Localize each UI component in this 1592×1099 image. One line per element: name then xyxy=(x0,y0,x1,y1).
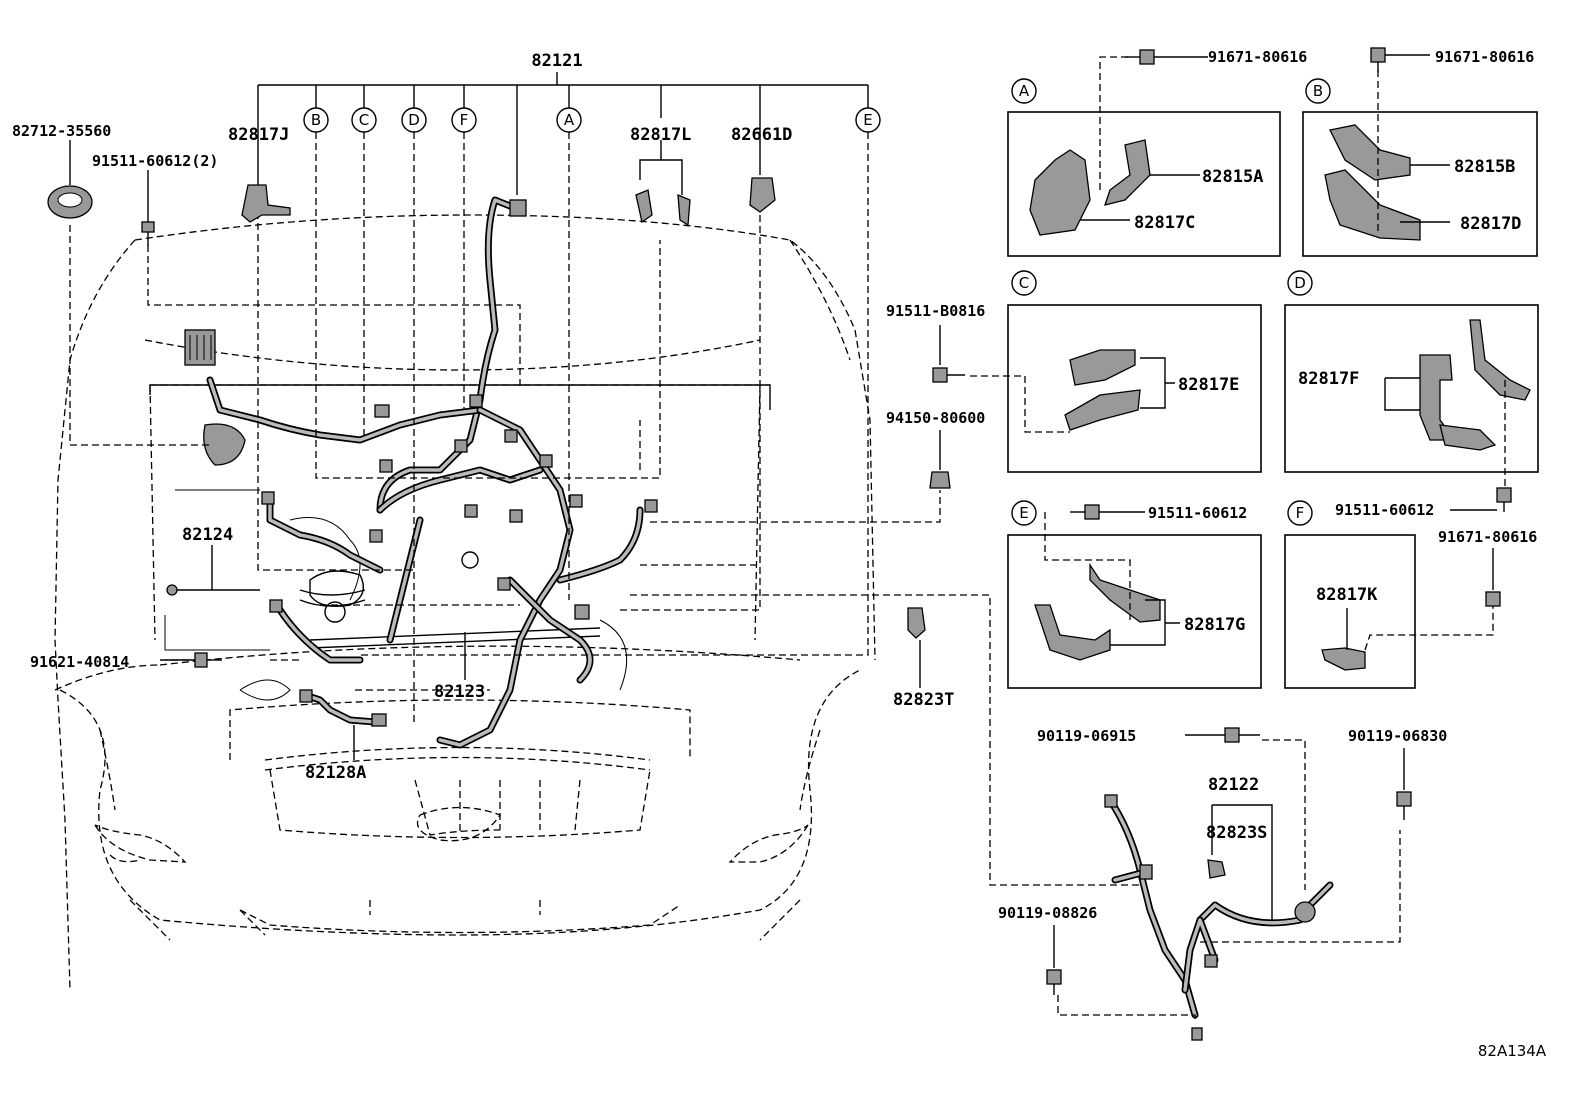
label-82121: 82121 xyxy=(531,51,582,71)
label-82823S: 82823S xyxy=(1206,823,1267,843)
svg-text:A: A xyxy=(1019,82,1030,100)
bolt-91671-80616-c[interactable] xyxy=(1485,548,1501,607)
svg-text:B: B xyxy=(311,111,321,129)
label-82123: 82123 xyxy=(434,682,485,702)
engine-bay xyxy=(149,384,771,701)
svg-text:E: E xyxy=(863,111,872,129)
callout-bracket-82121 xyxy=(257,72,869,195)
main-harness-82121[interactable] xyxy=(184,196,658,749)
label-82817G: 82817G xyxy=(1184,615,1245,635)
callout-leaders xyxy=(69,132,1145,886)
label-82823T: 82823T xyxy=(893,690,954,710)
label-91671-80616-c: 91671-80616 xyxy=(1438,528,1537,546)
label-91511-60612-2: 91511-60612(2) xyxy=(92,152,218,170)
panel-B: B xyxy=(1302,70,1538,257)
bolt-90119-06915[interactable] xyxy=(1185,727,1260,743)
label-90119-06830: 90119-06830 xyxy=(1348,727,1447,745)
svg-text:C: C xyxy=(359,111,369,129)
label-82712-35560: 82712-35560 xyxy=(12,122,111,140)
label-82817K: 82817K xyxy=(1316,585,1378,605)
svg-text:F: F xyxy=(460,111,469,129)
bolt-91671-80616-b[interactable] xyxy=(1370,47,1430,72)
label-91511-60612-f: 91511-60612 xyxy=(1335,501,1434,519)
bolt-91511-B0816[interactable] xyxy=(932,325,965,383)
diagram-reference-code: 82A134A xyxy=(1478,1042,1547,1060)
bolt-91621-40814[interactable] xyxy=(160,652,222,668)
bolt-91511-60612-2[interactable] xyxy=(141,170,155,246)
label-91511-B0816: 91511-B0816 xyxy=(886,302,985,320)
label-91621-40814: 91621-40814 xyxy=(30,653,129,671)
label-82817F: 82817F xyxy=(1298,369,1359,389)
label-82124: 82124 xyxy=(182,525,233,545)
panel-E: E xyxy=(1007,500,1262,689)
label-90119-08826: 90119-08826 xyxy=(998,904,1097,922)
svg-text:C: C xyxy=(1019,274,1029,292)
label-90119-06915: 90119-06915 xyxy=(1037,727,1136,745)
label-82817J: 82817J xyxy=(228,125,289,145)
svg-text:D: D xyxy=(408,111,420,129)
bolt-90119-06830[interactable] xyxy=(1396,748,1412,820)
bolt-91671-80616-a[interactable] xyxy=(1125,49,1208,65)
label-82128A: 82128A xyxy=(305,763,366,783)
clamps-82817L[interactable] xyxy=(635,140,691,227)
svg-text:F: F xyxy=(1296,504,1305,522)
bolt-91511-60612-e[interactable] xyxy=(1070,504,1145,520)
cable-82124[interactable] xyxy=(166,545,260,596)
svg-text:A: A xyxy=(564,111,575,129)
label-94150-80600: 94150-80600 xyxy=(886,409,985,427)
bolt-91511-60612-f[interactable] xyxy=(1450,487,1512,512)
grommet-82712-35560[interactable] xyxy=(47,140,93,219)
svg-text:E: E xyxy=(1019,504,1028,522)
label-82661D: 82661D xyxy=(731,125,792,145)
svg-text:B: B xyxy=(1313,82,1323,100)
clip-94150-80600[interactable] xyxy=(929,430,951,489)
label-82817E: 82817E xyxy=(1178,375,1239,395)
bolt-90119-08826[interactable] xyxy=(1046,925,1062,995)
part-labels: 82121 82712-35560 91511-60612(2) 82817J … xyxy=(12,48,1547,1060)
panel-A: A xyxy=(1007,56,1281,257)
clip-82823T[interactable] xyxy=(907,607,926,688)
label-91671-80616-a: 91671-80616 xyxy=(1208,48,1307,66)
label-82817C: 82817C xyxy=(1134,213,1195,233)
label-91671-80616-b: 91671-80616 xyxy=(1435,48,1534,66)
top-callouts: B C D F A E xyxy=(303,107,881,133)
vehicle-outline xyxy=(54,214,876,991)
label-82815A: 82815A xyxy=(1202,167,1263,187)
panel-F: F xyxy=(1284,500,1494,689)
label-82815B: 82815B xyxy=(1454,157,1515,177)
svg-text:D: D xyxy=(1294,274,1306,292)
label-82817D: 82817D xyxy=(1460,214,1521,234)
relay-82661D[interactable] xyxy=(749,118,776,213)
panel-D: D xyxy=(1284,270,1539,490)
label-91511-60612-e: 91511-60612 xyxy=(1148,504,1247,522)
panel-C: C xyxy=(970,270,1262,473)
label-82122: 82122 xyxy=(1208,775,1259,795)
clamp-82817J[interactable] xyxy=(241,184,291,223)
label-82817L: 82817L xyxy=(630,125,691,145)
harness-82122[interactable] xyxy=(1057,739,1401,1041)
